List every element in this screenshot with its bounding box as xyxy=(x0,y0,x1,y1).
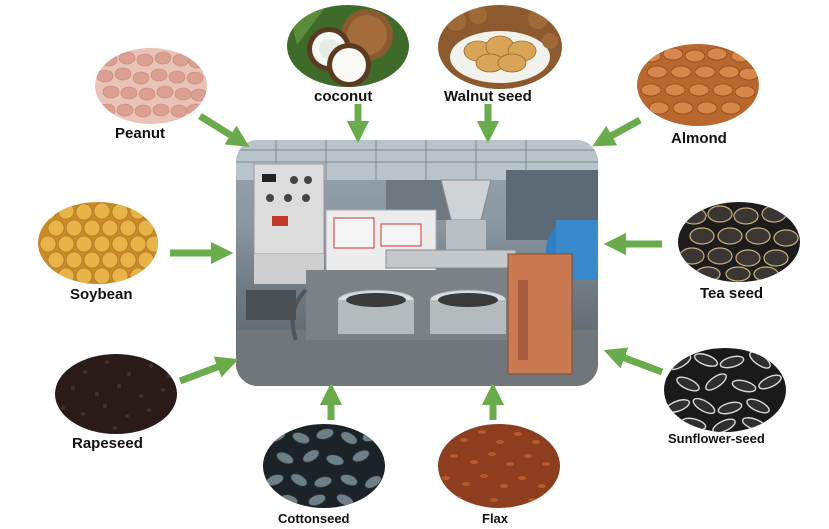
cottonseed-image xyxy=(263,424,385,508)
walnut-image xyxy=(438,5,562,89)
tea-seed-image xyxy=(678,202,800,282)
arrow-rapeseed xyxy=(178,356,239,385)
arrow-almond xyxy=(592,116,642,147)
cottonseed-label: Cottonseed xyxy=(278,511,350,526)
coconut-image xyxy=(287,5,409,87)
coconut-label: coconut xyxy=(314,88,373,105)
sunflower-seed-image xyxy=(664,348,786,432)
peanut-label: Peanut xyxy=(115,125,166,142)
oil-press-machine-photo xyxy=(236,140,598,386)
soybean-label: Soybean xyxy=(70,286,133,303)
almond-label: Almond xyxy=(671,130,727,147)
walnut-label: Walnut seed xyxy=(444,88,532,105)
arrow-sunflower xyxy=(603,347,664,376)
flax-label: Flax xyxy=(482,511,509,526)
tea-seed-label: Tea seed xyxy=(700,285,764,302)
almond-image xyxy=(637,44,759,126)
rapeseed-label: Rapeseed xyxy=(72,435,143,452)
flax-image xyxy=(438,424,560,508)
sunflower-seed-label: Sunflower-seed xyxy=(668,431,765,446)
arrow-peanut xyxy=(198,113,250,147)
